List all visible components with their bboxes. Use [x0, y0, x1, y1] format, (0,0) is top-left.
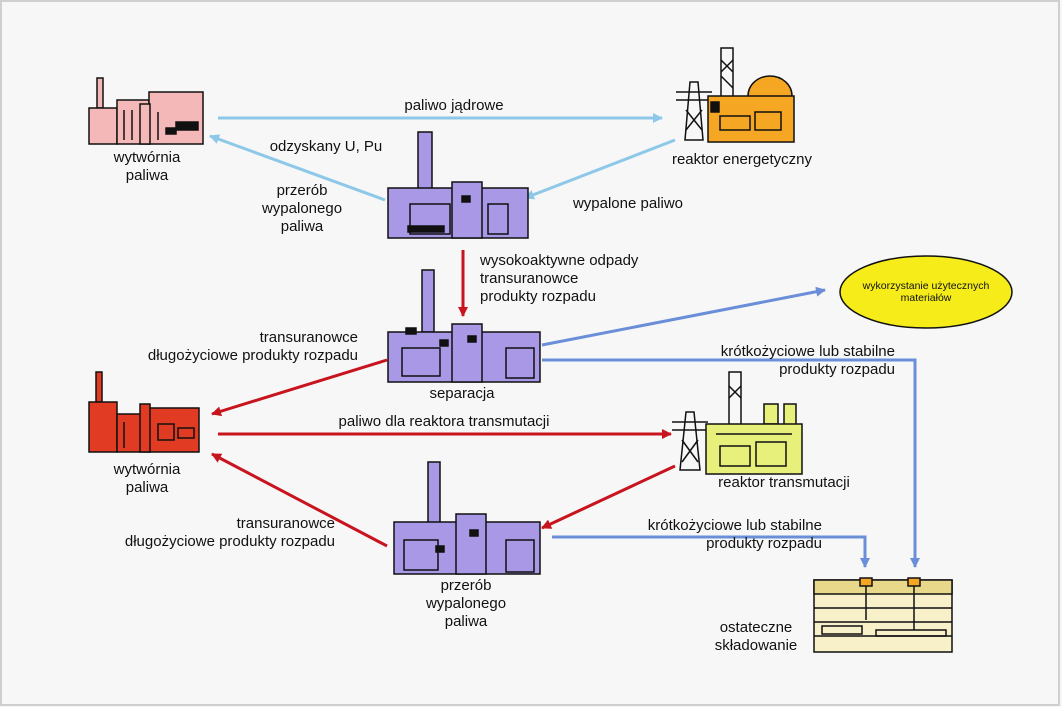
edge-label-nuclear-fuel-line-1: paliwo jądrowe — [404, 97, 503, 114]
edge-label-transuranics-top-line-1: transuranowce — [260, 329, 358, 346]
edge-label-short-lived-top-line-1: krótkożyciowe lub stabilne — [721, 343, 895, 360]
reprocessing-bottom-label-line-1: przerób — [441, 577, 492, 594]
final-storage-label-line-1: ostateczne — [720, 619, 793, 636]
fuel-plant-top-label-line-1: wytwórnia — [113, 149, 181, 166]
factory-icon-bottom — [88, 371, 200, 453]
edge-label-high-level-waste-line-2: transuranowce — [480, 270, 578, 287]
power-reactor-label: reaktor energetyczny — [672, 151, 813, 168]
transmutation-reactor-icon — [672, 371, 803, 475]
edge-label-spent-fuel: wypalone paliwo — [572, 195, 683, 212]
power-reactor-label-line-1: reaktor energetyczny — [672, 151, 813, 168]
power-reactor-icon — [676, 47, 795, 143]
reprocessing-icon-bottom — [393, 461, 541, 575]
edge-label-transuranics-bottom-line-2: długożyciowe produkty rozpadu — [125, 533, 335, 550]
arrow-to-reprocessing-bottom — [541, 464, 676, 530]
final-storage-icon — [813, 577, 953, 653]
reprocessing-bottom-label-line-2: wypalonego — [425, 595, 506, 612]
arrow-spent-fuel — [524, 138, 676, 200]
arrow-transuranics-bottom — [211, 452, 388, 548]
arrows-layer — [209, 113, 920, 568]
arrow-transuranics-top — [211, 358, 388, 417]
arrow-short-lived-bottom — [552, 535, 870, 568]
edge-label-recovered-u-pu: odzyskany U, Pu — [270, 138, 383, 155]
separation-icon — [387, 269, 541, 383]
separation-label: separacja — [429, 385, 495, 402]
transmutation-reactor-label-line-1: reaktor transmutacji — [718, 474, 850, 491]
edge-label-transuranics-top-line-2: długożyciowe produkty rozpadu — [148, 347, 358, 364]
edge-label-high-level-waste-line-3: produkty rozpadu — [480, 288, 596, 305]
arrow-useful-materials — [541, 286, 826, 347]
reprocessing-top-label-line-1: przerób — [277, 182, 328, 199]
fuel-plant-top-label-line-2: paliwa — [126, 167, 169, 184]
arrow-short-lived-top — [542, 358, 920, 568]
edge-label-short-lived-bottom-line-1: krótkożyciowe lub stabilne — [648, 517, 822, 534]
reprocessing-top-label-line-3: paliwa — [281, 218, 324, 235]
useful-materials-node — [839, 255, 1013, 329]
edge-label-nuclear-fuel: paliwo jądrowe — [404, 97, 503, 114]
transmutation-reactor-label: reaktor transmutacji — [718, 474, 850, 491]
useful-materials-ellipse — [839, 255, 1013, 329]
fuel-plant-bottom-label-line-2: paliwa — [126, 479, 169, 496]
reprocessing-bottom-label-line-3: paliwa — [445, 613, 488, 630]
final-storage-label-line-2: składowanie — [715, 637, 798, 654]
useful-materials-label-line-2: materiałów — [901, 292, 952, 304]
reprocessing-top-label-line-2: wypalonego — [261, 200, 342, 217]
useful-materials-label-line-1: wykorzystanie użytecznych — [862, 280, 990, 292]
edge-label-spent-fuel-line-1: wypalone paliwo — [572, 195, 683, 212]
edge-label-fuel-for-transmutation-line-1: paliwo dla reaktora transmutacji — [339, 413, 550, 430]
edge-label-short-lived-top-line-2: produkty rozpadu — [779, 361, 895, 378]
arrow-recovered-u-pu — [209, 134, 386, 202]
reprocessing-icon-top — [387, 131, 529, 239]
separation-label-line-1: separacja — [429, 385, 495, 402]
edge-label-high-level-waste-line-1: wysokoaktywne odpady — [479, 252, 639, 269]
factory-icon-top — [88, 77, 204, 145]
edge-label-transuranics-bottom-line-1: transuranowce — [237, 515, 335, 532]
edge-label-short-lived-bottom-line-2: produkty rozpadu — [706, 535, 822, 552]
edge-label-fuel-for-transmutation: paliwo dla reaktora transmutacji — [339, 413, 550, 430]
fuel-plant-bottom-label-line-1: wytwórnia — [113, 461, 181, 478]
edge-label-recovered-u-pu-line-1: odzyskany U, Pu — [270, 138, 383, 155]
